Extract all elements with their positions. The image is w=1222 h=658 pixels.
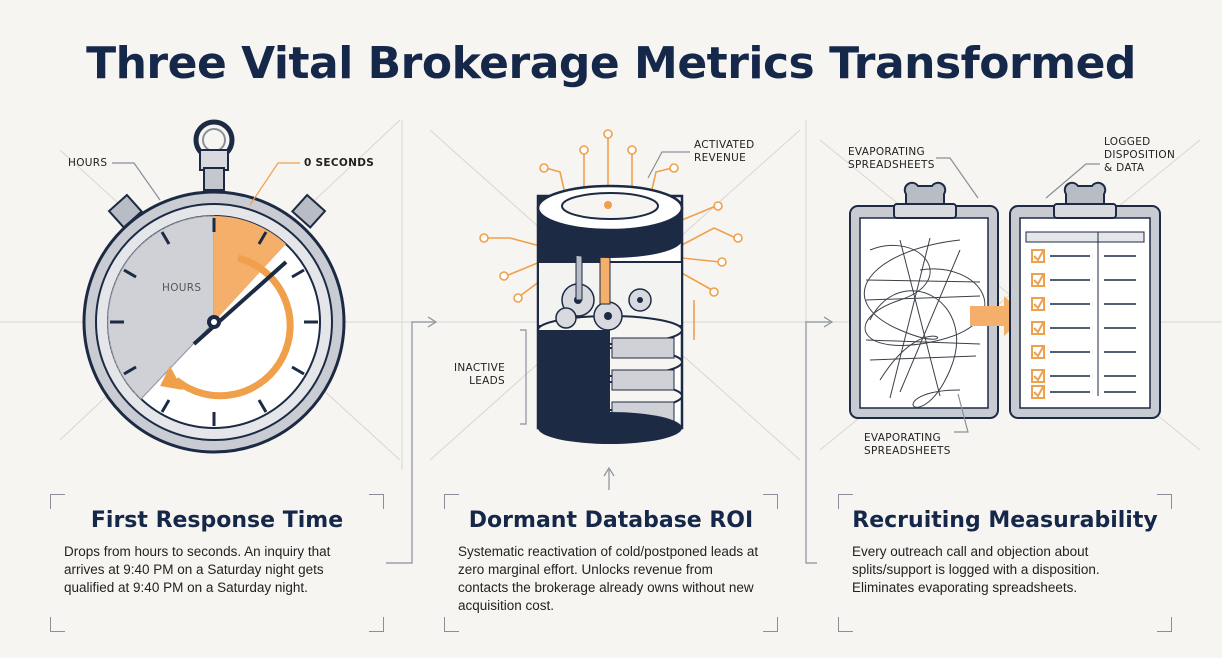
card-dormant-database-roi: Dormant Database ROI Systematic reactiva…	[444, 494, 778, 632]
checklist-row	[1031, 385, 1136, 399]
messy-clipboard-icon	[849, 181, 999, 419]
checklist-row	[1031, 249, 1136, 263]
checklist-row	[1031, 345, 1136, 359]
page-title: Three Vital Brokerage Metrics Transforme…	[86, 38, 1136, 89]
database-leaders	[520, 151, 690, 425]
face-hours-label: HOURS	[162, 282, 202, 294]
stopwatch-leaders	[112, 162, 300, 206]
card-title: Recruiting Measurability	[852, 508, 1158, 533]
card-title: First Response Time	[90, 508, 344, 533]
stopwatch-icon	[82, 119, 346, 454]
checklist-row	[1031, 273, 1136, 287]
organized-clipboard-icon	[1009, 181, 1161, 419]
card-body: Drops from hours to seconds. An inquiry …	[64, 544, 331, 595]
seconds-label: 0 SECONDS	[304, 157, 375, 169]
logged-disposition-label: LOGGED DISPOSITION & DATA	[1104, 136, 1176, 174]
evaporating-spreadsheets-label-top: EVAPORATING SPREADSHEETS	[848, 146, 935, 171]
card-title: Dormant Database ROI	[468, 508, 754, 533]
inactive-leads-label: INACTIVE LEADS	[454, 362, 506, 387]
database-icon	[479, 129, 743, 444]
hours-label: HOURS	[68, 157, 108, 169]
activated-revenue-label: ACTIVATED REVENUE	[694, 139, 755, 164]
checklist-row	[1031, 369, 1136, 383]
checklist-row	[1031, 321, 1136, 335]
evaporating-spreadsheets-label-bottom: EVAPORATING SPREADSHEETS	[864, 432, 951, 457]
card-body: Systematic reactivation of cold/postpone…	[458, 544, 759, 613]
card-body: Every outreach call and objection about …	[852, 544, 1100, 595]
card-first-response-time: First Response Time Drops from hours to …	[50, 494, 384, 632]
flow-arrows	[386, 316, 834, 564]
clipboard-leaders	[936, 157, 1100, 433]
checklist-row	[1031, 297, 1136, 311]
card-recruiting-measurability: Recruiting Measurability Every outreach …	[838, 494, 1172, 632]
